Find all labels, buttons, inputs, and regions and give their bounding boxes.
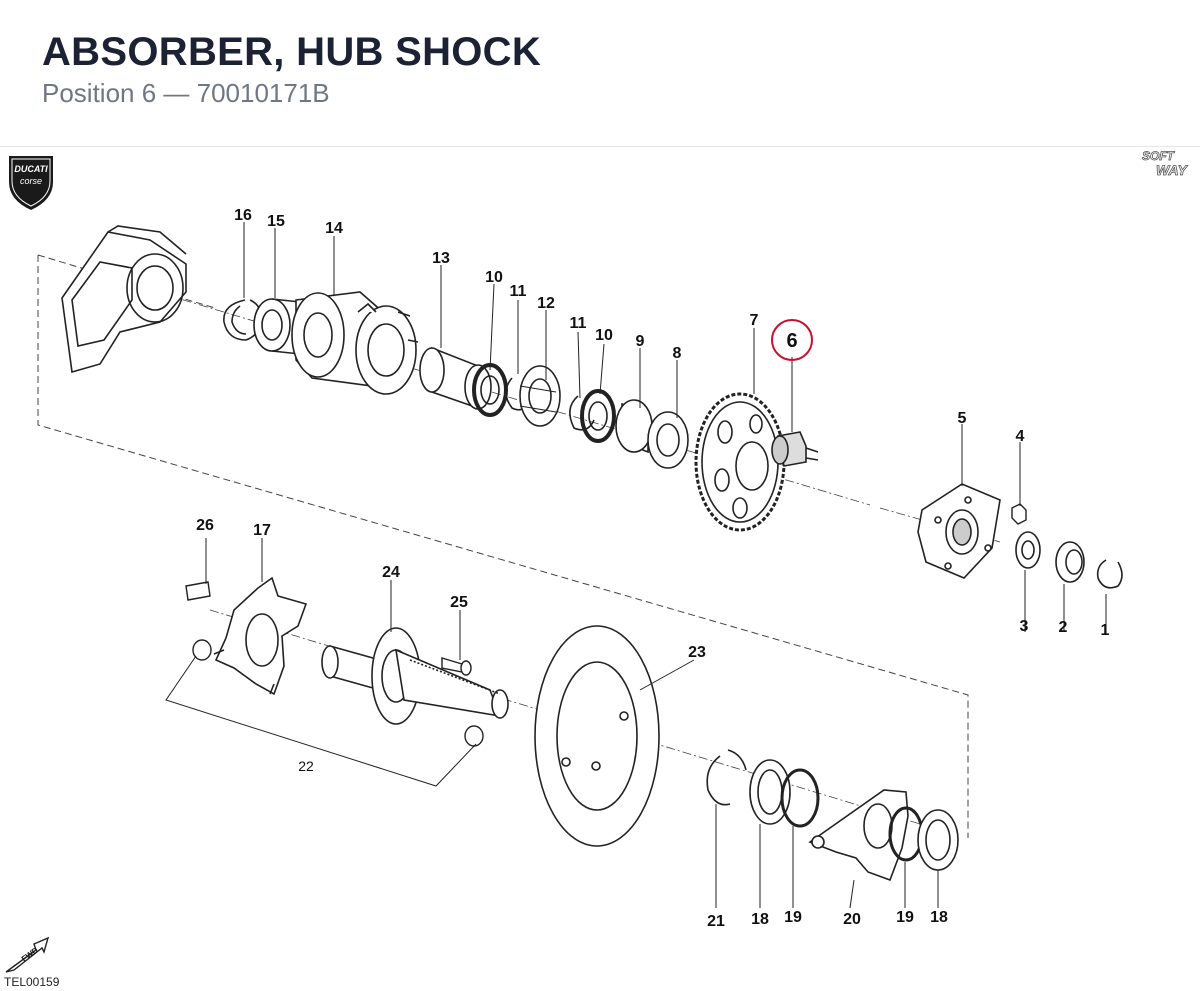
part-5-flange — [917, 483, 1001, 579]
logo-corse-text: corse — [20, 176, 42, 186]
callout-11-a: 11 — [510, 283, 527, 300]
part-22-nut-b — [464, 725, 484, 747]
callout-12: 12 — [537, 295, 555, 312]
part-24-axle — [321, 627, 509, 725]
exploded-parts-diagram: 1 2 3 4 5 6 7 8 9 10 10 11 11 12 13 14 1… — [5, 207, 1123, 973]
part-23-brake-disc — [534, 625, 660, 847]
part-9-spacer — [615, 399, 653, 454]
callout-18-a: 18 — [751, 911, 769, 928]
leader-lines — [165, 222, 1107, 909]
part-14-cush-hub — [291, 291, 419, 395]
callout-20: 20 — [843, 911, 861, 928]
fwd-arrow-icon: FWD — [5, 936, 50, 973]
callout-11-b: 11 — [570, 315, 587, 332]
callout-19-a: 19 — [784, 909, 802, 926]
callout-23: 23 — [688, 644, 706, 661]
part-11-circlip-b — [569, 395, 595, 431]
part-2-ring-nut — [1055, 541, 1085, 583]
callout-16: 16 — [234, 207, 252, 224]
ducati-corse-logo: DUCATI corse — [9, 156, 53, 210]
callout-7: 7 — [750, 312, 759, 329]
callout-10-a: 10 — [485, 269, 503, 286]
callout-22: 22 — [298, 758, 314, 774]
part-13-spacer — [419, 346, 492, 410]
callout-26: 26 — [196, 517, 214, 534]
part-6-hub-shock-absorber — [771, 431, 819, 467]
part-18-washer-a — [749, 759, 791, 825]
callout-19-b: 19 — [896, 909, 914, 926]
softway-logo: SOFT WAY — [1142, 149, 1189, 178]
callout-3: 3 — [1020, 618, 1029, 635]
callout-9: 9 — [636, 333, 645, 350]
callout-1: 1 — [1101, 622, 1110, 639]
part-17-spider-flange — [213, 576, 308, 696]
logo-ducati-text: DUCATI — [14, 164, 48, 174]
callout-21: 21 — [707, 913, 725, 930]
page-header: ABSORBER, HUB SHOCK Position 6 — 7001017… — [0, 0, 1200, 147]
callout-5: 5 — [958, 410, 967, 427]
swingarm-housing — [61, 225, 187, 374]
part-26-stud — [185, 581, 211, 601]
logo-way-text: WAY — [1156, 162, 1189, 178]
part-25-bolt — [441, 657, 472, 676]
part-1-circlip — [1096, 559, 1123, 589]
part-10-seal-b — [580, 389, 616, 443]
part-20-caliper-bracket — [808, 789, 909, 882]
page-subtitle: Position 6 — 70010171B — [42, 78, 330, 108]
callout-4: 4 — [1016, 428, 1025, 445]
callout-17: 17 — [253, 522, 271, 539]
logo-soft-text: SOFT — [1142, 149, 1176, 163]
page-title: ABSORBER, HUB SHOCK — [42, 30, 542, 74]
callout-18-b: 18 — [930, 909, 948, 926]
part-18-washer-b — [917, 809, 959, 871]
callout-24: 24 — [382, 564, 400, 581]
part-22-nut-a — [192, 639, 212, 661]
callout-25: 25 — [450, 594, 468, 611]
part-7-sprocket — [694, 392, 786, 532]
part-3-washer — [1015, 531, 1041, 569]
part-8-washer — [647, 411, 689, 469]
part-12-bearing — [519, 365, 561, 427]
callout-10-b: 10 — [595, 327, 613, 344]
drawing-code: TEL00159 — [4, 975, 60, 989]
part-4-nut — [1011, 503, 1027, 525]
callout-2: 2 — [1059, 619, 1068, 636]
callout-8: 8 — [673, 345, 682, 362]
callout-6: 6 — [786, 330, 797, 352]
assembly-boundary-line — [37, 254, 969, 838]
callout-15: 15 — [267, 213, 285, 230]
part-19-oring-a — [780, 768, 820, 828]
callout-13: 13 — [432, 250, 450, 267]
callout-14: 14 — [325, 220, 343, 237]
part-21-circlip — [706, 749, 747, 806]
highlight-ring — [771, 319, 813, 361]
